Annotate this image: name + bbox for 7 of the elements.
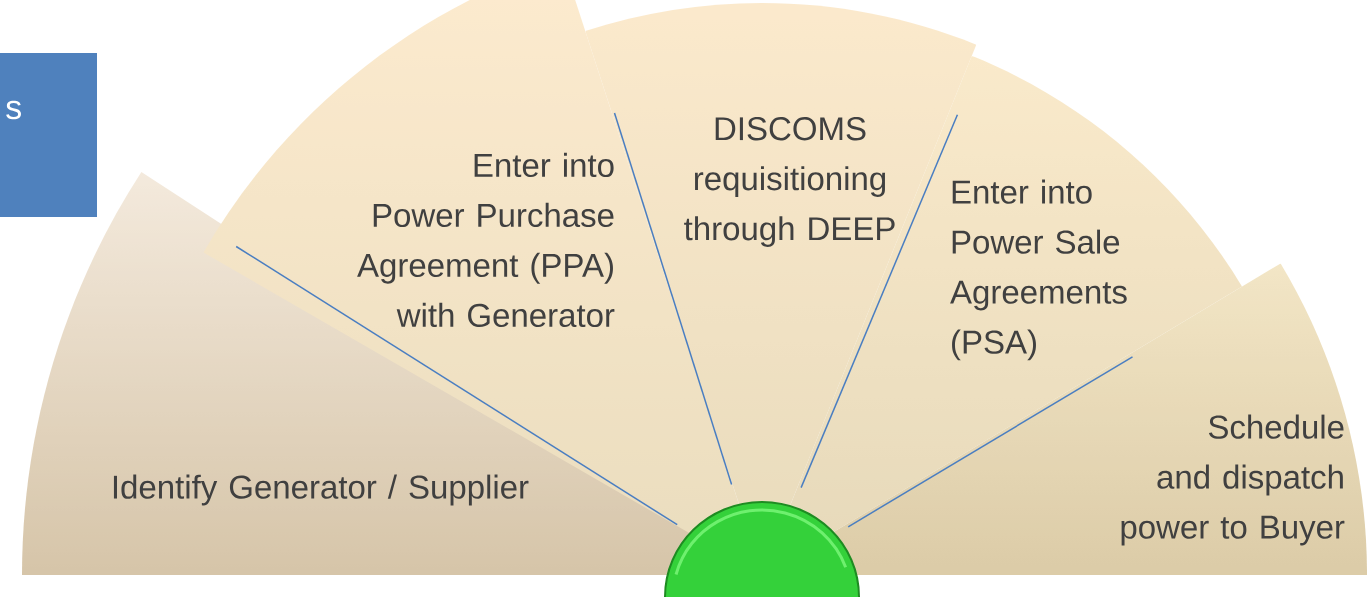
hub-dome <box>664 501 860 597</box>
title-box: s <box>0 53 97 217</box>
step-label: Schedule and dispatch power to Buyer <box>1121 414 1345 546</box>
step-label: DISCOMS requisitioning through DEEP <box>684 117 895 247</box>
step-label: Enter into Power Sale Agreements (PSA) <box>950 179 1127 361</box>
step-label: Enter into Power Purchase Agreement (PPA) with Generator <box>357 152 615 328</box>
step-label: Identify Generator / Supplier <box>113 474 529 506</box>
